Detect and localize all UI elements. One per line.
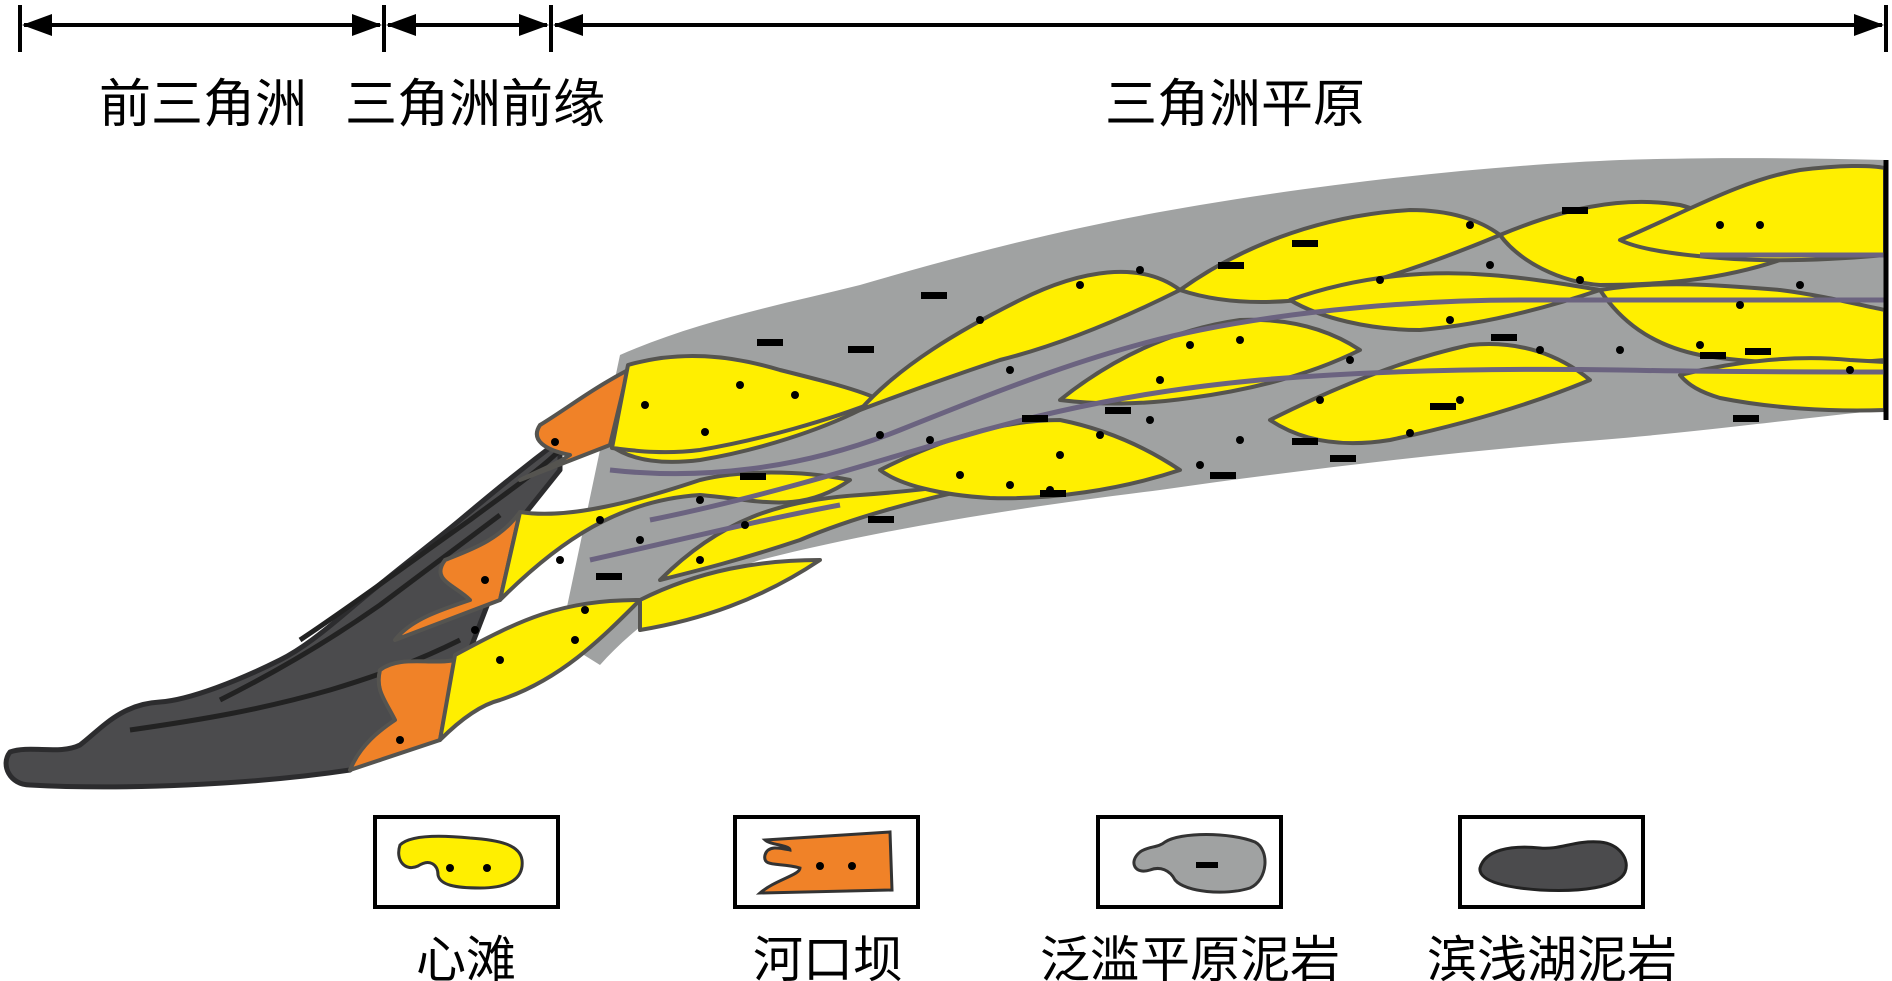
delta-plain-label: 三角洲平原 [1105, 75, 1365, 135]
lake-mud-lobe-line-2 [218, 513, 502, 703]
legend-label-lake-mud: 滨浅湖泥岩 [1427, 931, 1677, 981]
mouth-bar-icon [755, 830, 894, 895]
legend: 心滩 河口坝 泛滥平原泥岩 滨浅湖泥岩 [373, 815, 1677, 981]
mouth-bar-lower [348, 658, 457, 772]
channel-margin-lines [589, 252, 1886, 563]
delta-front-label: 三角洲前缘 [345, 75, 605, 135]
legend-label-sand-bar: 心滩 [416, 931, 516, 981]
shore-lake-mudstone-body [3, 437, 563, 790]
legend-item-floodplain-mud: 泛滥平原泥岩 [1040, 815, 1340, 981]
legend-label-mouth-bar: 河口坝 [753, 931, 903, 981]
mouth-bar-middle [393, 510, 522, 642]
sand-bar-icon [397, 834, 524, 890]
mouth-bar-upper [518, 368, 630, 482]
legend-item-mouth-bar: 河口坝 [733, 815, 920, 981]
channel-bar [498, 470, 852, 602]
mud-dash-symbols [596, 207, 1771, 580]
zone-arrows [18, 5, 1888, 52]
legend-item-lake-mud: 滨浅湖泥岩 [1427, 815, 1677, 981]
prodelta-label: 前三角洲 [99, 75, 307, 135]
channel-bar [638, 558, 822, 632]
cross-section [3, 158, 1889, 790]
legend-label-floodplain-mud: 泛滥平原泥岩 [1040, 931, 1340, 981]
lake-mud-icon [1478, 840, 1628, 892]
legend-item-sand-bar: 心滩 [373, 815, 560, 981]
lake-mud-lobe-line-1 [129, 637, 462, 733]
sand-grain-dots [396, 221, 1854, 744]
channel-bar [438, 598, 642, 742]
